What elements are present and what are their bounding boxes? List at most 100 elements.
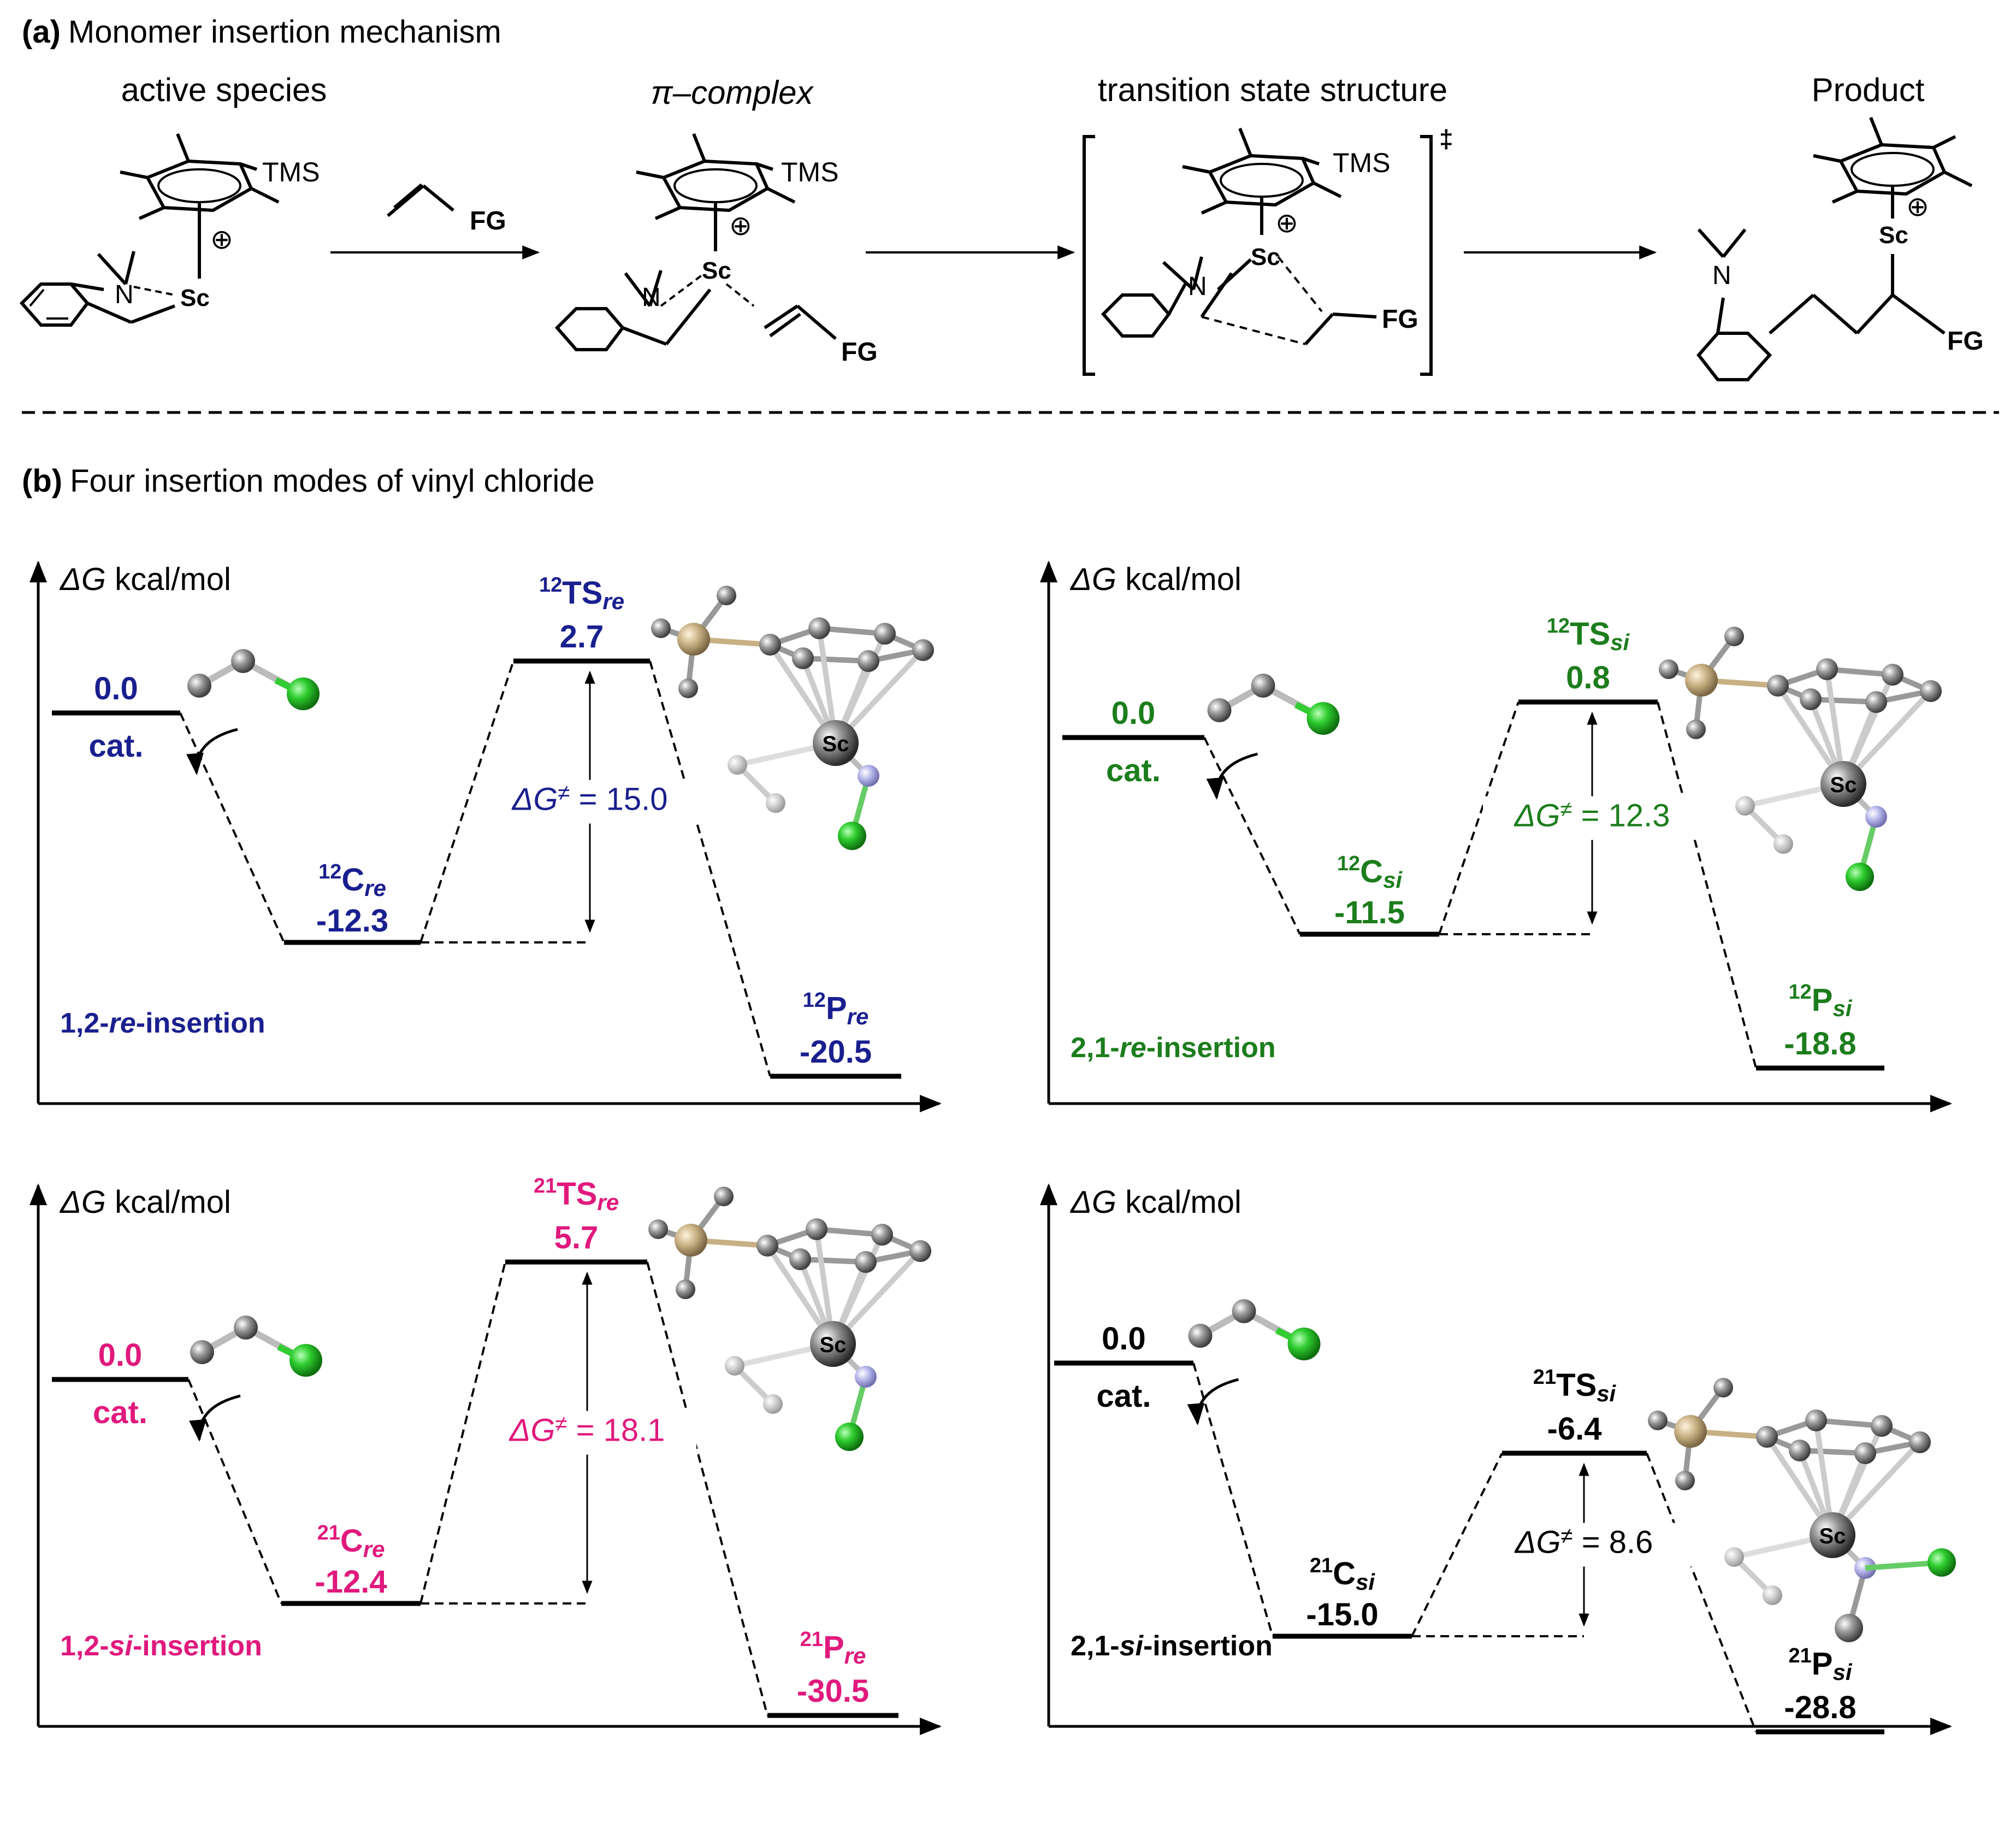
ts-value: -6.4 (1547, 1411, 1602, 1447)
carbon-atom (871, 1224, 893, 1246)
carbon-atom (234, 1316, 258, 1340)
complex-value: -11.5 (1334, 895, 1405, 930)
carbon-atom (1805, 1410, 1827, 1431)
product-name: 12Pre (803, 989, 869, 1029)
carbon-atom (725, 1356, 744, 1376)
carbon-atom (909, 1240, 931, 1262)
carbon-atom (912, 639, 934, 661)
barrier-label: ΔG≠ = 18.1 (509, 1412, 665, 1448)
chlorine-atom (1846, 863, 1874, 891)
ts-name: 21TSre (534, 1175, 619, 1215)
product-n-label: N (1712, 261, 1731, 290)
connector-complex-ts (419, 1261, 506, 1604)
ts-3d-model: Sc (1659, 627, 1942, 891)
ts-name: 12TSsi (1547, 615, 1630, 655)
pi-complex-fg-label: FG (841, 338, 878, 367)
carbon-atom (714, 1187, 734, 1206)
monomer-structure (387, 183, 454, 217)
section-b-title-text: Four insertion modes of vinyl chloride (70, 463, 595, 499)
scandium-label: Sc (820, 1333, 847, 1357)
active-species-tms-label: TMS (262, 157, 320, 187)
y-axis-label: ΔG kcal/mol (59, 1184, 231, 1220)
carbon-atom (763, 1394, 783, 1414)
barrier-label-bg (478, 1411, 696, 1455)
connector-ts-product (1646, 1453, 1757, 1732)
vinyl-chloride-molecule (190, 1316, 322, 1377)
carbon-atom (792, 647, 814, 669)
carbon-atom (1854, 1442, 1876, 1464)
pi-complex-sc-label: Sc (702, 257, 731, 284)
carbon-atom (858, 650, 879, 672)
ts-3d-model: Sc (648, 1187, 931, 1451)
carbon-atom (855, 1251, 877, 1273)
ts-3d-model: Sc (651, 586, 934, 850)
cat-value: 0.0 (98, 1337, 143, 1373)
y-axis-label: ΔG kcal/mol (59, 562, 231, 597)
complex-name: 21Cre (317, 1522, 385, 1562)
carbon-atom (766, 793, 785, 813)
complex-value: -15.0 (1306, 1597, 1378, 1632)
carbon-atom (717, 586, 736, 605)
carbon-atom (1686, 720, 1706, 739)
active-species-plus-label: ⊕ (210, 224, 233, 255)
connector-cat-complex (179, 712, 285, 943)
vinyl-chloride-molecule (1207, 674, 1340, 735)
barrier-label: ΔG≠ = 8.6 (1514, 1524, 1653, 1560)
transition-state-plus-label: ⊕ (1275, 208, 1298, 238)
y-axis-label: ΔG kcal/mol (1069, 562, 1241, 597)
pi-complex-n-label: N (642, 283, 661, 312)
ts-value: 5.7 (554, 1220, 599, 1255)
nitrogen-atom (855, 1366, 877, 1388)
ts-3d-model: Sc (1648, 1378, 1956, 1642)
carbon-atom (1232, 1299, 1256, 1323)
active-species-structure (19, 133, 280, 327)
carbon-atom (1724, 1547, 1744, 1567)
carbon-atom (808, 617, 830, 639)
connector-complex-ts (1411, 1453, 1503, 1637)
product-value: -18.8 (1784, 1026, 1856, 1062)
product-sc-label: Sc (1879, 222, 1908, 249)
complex-value: -12.3 (316, 903, 388, 939)
carbon-atom (190, 1340, 214, 1364)
section-a: (a)Monomer insertion mechanism active sp… (19, 14, 1999, 414)
cat-value: 0.0 (1112, 695, 1156, 731)
carbon-atom (759, 634, 781, 656)
monomer-fg-label: FG (470, 207, 506, 235)
complex-name: 12Cre (318, 860, 386, 901)
section-a-title: (a)Monomer insertion mechanism (22, 14, 501, 50)
ts-value: 0.8 (1566, 660, 1610, 695)
section-b-label: (b) (22, 463, 62, 499)
transition-state-n-label: N (1188, 272, 1207, 301)
connector-cat-complex (187, 1379, 282, 1604)
carbon-atom (1735, 796, 1755, 816)
chlorine-atom (1287, 1328, 1321, 1360)
carbon-atom (1207, 698, 1232, 722)
connector-complex-ts (1438, 701, 1520, 935)
carbon-atom (1882, 664, 1903, 686)
carbon-atom (1648, 1411, 1668, 1430)
carbon-atom (1756, 1426, 1778, 1448)
connector-ts-product (1657, 701, 1757, 1069)
carbon-atom (1713, 1378, 1733, 1397)
stage-label-pi-complex: π–complex (651, 74, 814, 111)
carbon-atom (728, 755, 747, 775)
complex-value: -12.4 (315, 1564, 387, 1600)
product-value: -30.5 (797, 1673, 869, 1709)
active-species-sc-label: Sc (180, 285, 210, 311)
silicon-atom (675, 1224, 707, 1257)
carbon-atom (678, 679, 698, 698)
product-name: 21Psi (1789, 1644, 1853, 1685)
stage-label-product: Product (1812, 72, 1925, 108)
carbon-atom (1871, 1415, 1893, 1437)
carbon-atom (1763, 1585, 1782, 1605)
carbon-atom (676, 1279, 695, 1299)
ts-value: 2.7 (560, 619, 604, 654)
y-axis-label: ΔG kcal/mol (1069, 1184, 1241, 1220)
barrier-label-bg (1475, 1523, 1693, 1567)
carbon-atom (231, 649, 255, 673)
